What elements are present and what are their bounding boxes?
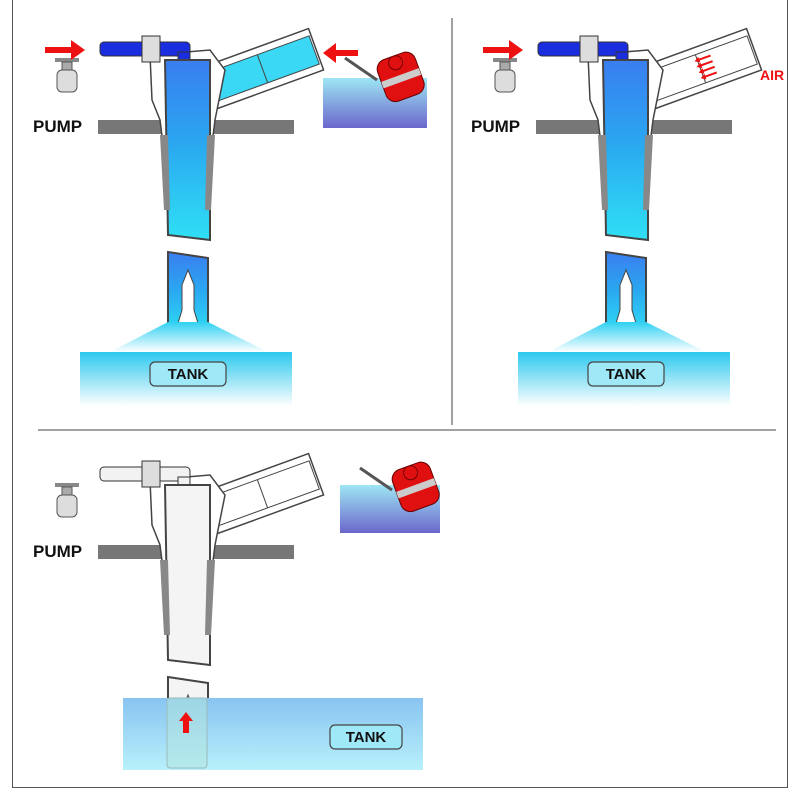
pump-nozzle-body xyxy=(494,69,516,93)
pump-label: PUMP xyxy=(471,117,520,136)
air-arrow xyxy=(694,54,711,63)
pump-nozzle-neck xyxy=(61,486,73,496)
tank-label-box xyxy=(149,361,227,387)
column-grommet xyxy=(598,135,653,210)
tank-label: TANK xyxy=(606,366,647,383)
float-arm xyxy=(359,466,393,492)
pump-nozzle-body xyxy=(56,69,78,93)
column-grommet xyxy=(160,560,215,635)
float-up-arrow xyxy=(179,712,193,733)
filler-column-upper xyxy=(163,484,211,667)
float-band xyxy=(381,68,422,89)
float-body xyxy=(376,51,425,103)
inlet-nut xyxy=(141,460,161,488)
float-cap xyxy=(403,465,419,481)
float-cap xyxy=(388,55,404,71)
vent-tube-seam xyxy=(256,479,269,509)
pump-nozzle-icon xyxy=(493,58,517,93)
pump-nozzle-top xyxy=(55,483,79,487)
tank-label-box xyxy=(329,724,403,750)
diagram-labels: PUMP TANK PUMP TANK AIR PUMP TANK xyxy=(33,67,784,746)
fuel-spray xyxy=(110,322,268,352)
shutoff-nozzle xyxy=(175,268,201,331)
pump-nozzle-icon xyxy=(55,483,79,518)
pump-nozzle-neck xyxy=(61,61,73,71)
column-grommet xyxy=(160,135,215,210)
inlet-nut xyxy=(141,35,161,63)
panel-fuel-flowing xyxy=(45,27,427,406)
air-arrow xyxy=(698,65,716,74)
fuel-inflow-arrow xyxy=(45,40,85,60)
shutoff-nozzle xyxy=(613,268,639,331)
fuel-spray xyxy=(548,322,706,352)
tank-label-box xyxy=(587,361,665,387)
tank-label: TANK xyxy=(346,729,387,746)
pump-nozzle-top xyxy=(55,58,79,62)
pump-nozzle-neck xyxy=(499,61,511,71)
pump-label: PUMP xyxy=(33,117,82,136)
float-band xyxy=(396,478,437,499)
filler-column-upper xyxy=(601,59,649,242)
fuel-inflow-arrow xyxy=(483,40,523,60)
air-arrow xyxy=(700,71,718,80)
vent-tube-seam xyxy=(256,54,269,84)
float-icon xyxy=(359,461,440,513)
pump-nozzle-icon xyxy=(55,58,79,93)
panel-idle xyxy=(55,452,440,770)
air-label: AIR xyxy=(760,67,784,83)
pump-label: PUMP xyxy=(33,542,82,561)
inlet-nut xyxy=(579,35,599,63)
float-arm xyxy=(344,56,378,82)
float-icon xyxy=(344,51,425,103)
pump-nozzle-top xyxy=(493,58,517,62)
filler-column-upper xyxy=(163,59,211,242)
diagram-frame xyxy=(12,0,788,788)
pump-nozzle-body xyxy=(56,494,78,518)
tank-label: TANK xyxy=(168,366,209,383)
float-body xyxy=(391,461,440,513)
panel-air-venting xyxy=(483,27,763,406)
air-arrow xyxy=(696,60,713,69)
float-return-arrow xyxy=(323,43,358,63)
